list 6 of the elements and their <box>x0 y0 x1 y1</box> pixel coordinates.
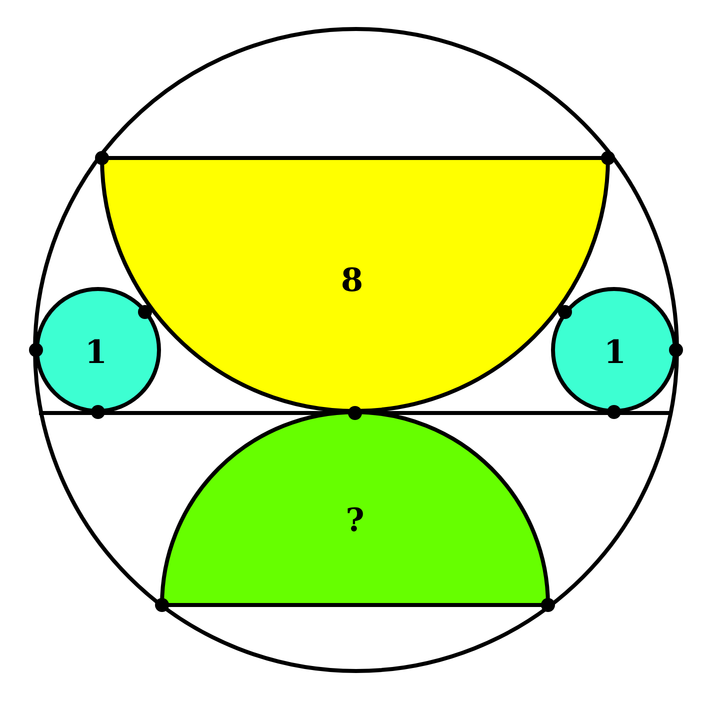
area-label: ? <box>346 501 364 539</box>
area-label: 8 <box>340 261 364 299</box>
circle <box>35 287 161 413</box>
circle <box>551 287 677 413</box>
area-label: 1 <box>604 333 626 371</box>
area-label: 1 <box>84 333 108 371</box>
